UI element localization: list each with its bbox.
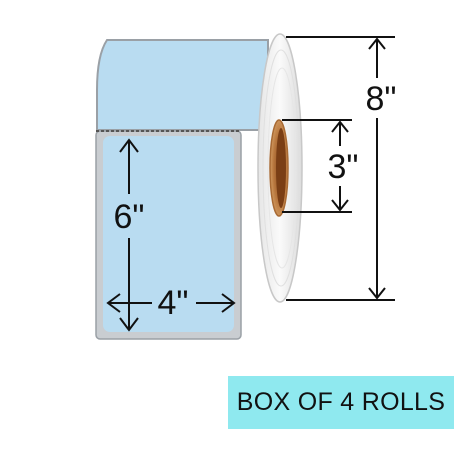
box-quantity-text: BOX OF 4 ROLLS: [236, 388, 446, 416]
label-sheet: [95, 130, 242, 340]
roll-top-label: [96, 39, 269, 131]
label-width-mask: [152, 282, 196, 318]
roll-dimension-mask: [358, 78, 398, 118]
roll-ring: [267, 67, 297, 269]
roll-ring: [262, 49, 300, 287]
roll-dimension-text: 8": [366, 80, 397, 118]
label-face: [103, 136, 234, 332]
roll: [96, 33, 303, 303]
label-length-text: 6": [114, 198, 145, 236]
box-quantity-badge: BOX OF 4 ROLLS: [228, 376, 454, 429]
roll-core-hole: [276, 128, 286, 208]
core-dimension-text: 3": [328, 148, 359, 186]
label-length-mask: [110, 194, 148, 238]
core-dimension-mask: [322, 146, 360, 186]
label-width-text: 4": [158, 284, 189, 322]
